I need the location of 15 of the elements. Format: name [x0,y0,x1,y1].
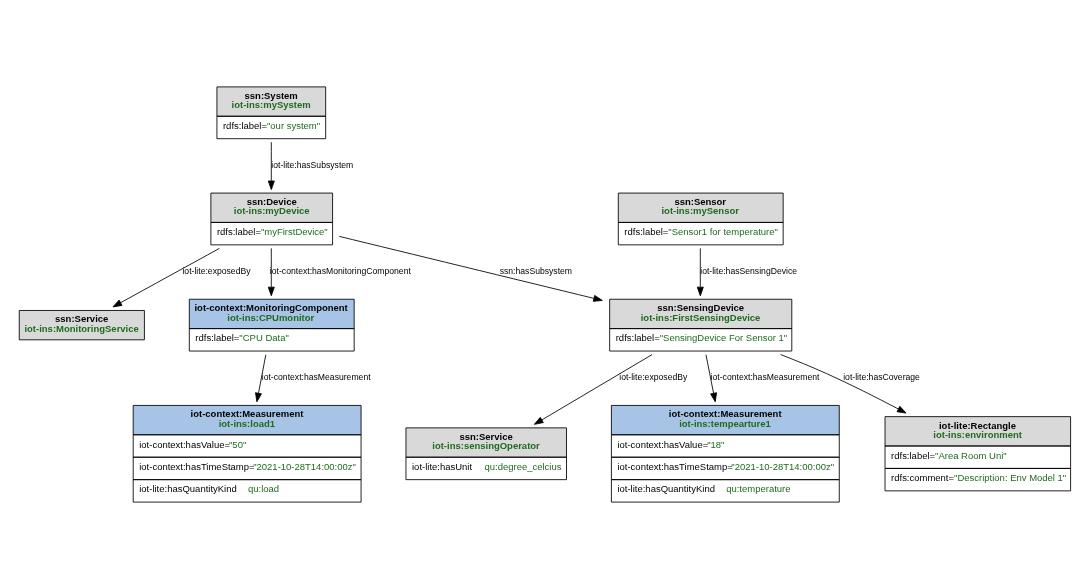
edge-label: iot-context:hasMeasurement [710,371,820,382]
edge-label: iot-lite:hasCoverage [843,371,920,382]
arrow [696,247,704,296]
edge-label: iot-lite:exposedBy [182,265,251,276]
edge-label: iot-lite:exposedBy [619,371,688,382]
arrow [780,353,907,413]
arrow [255,353,267,402]
arrow [338,235,603,302]
edge-label: iot-context:hasMeasurement [261,371,371,382]
edge-label: ssn:hasSubsystem [499,265,573,276]
arrow [267,141,275,190]
arrow [533,353,653,425]
arrow [112,247,220,307]
arrow [705,353,717,402]
arrow [267,247,275,296]
